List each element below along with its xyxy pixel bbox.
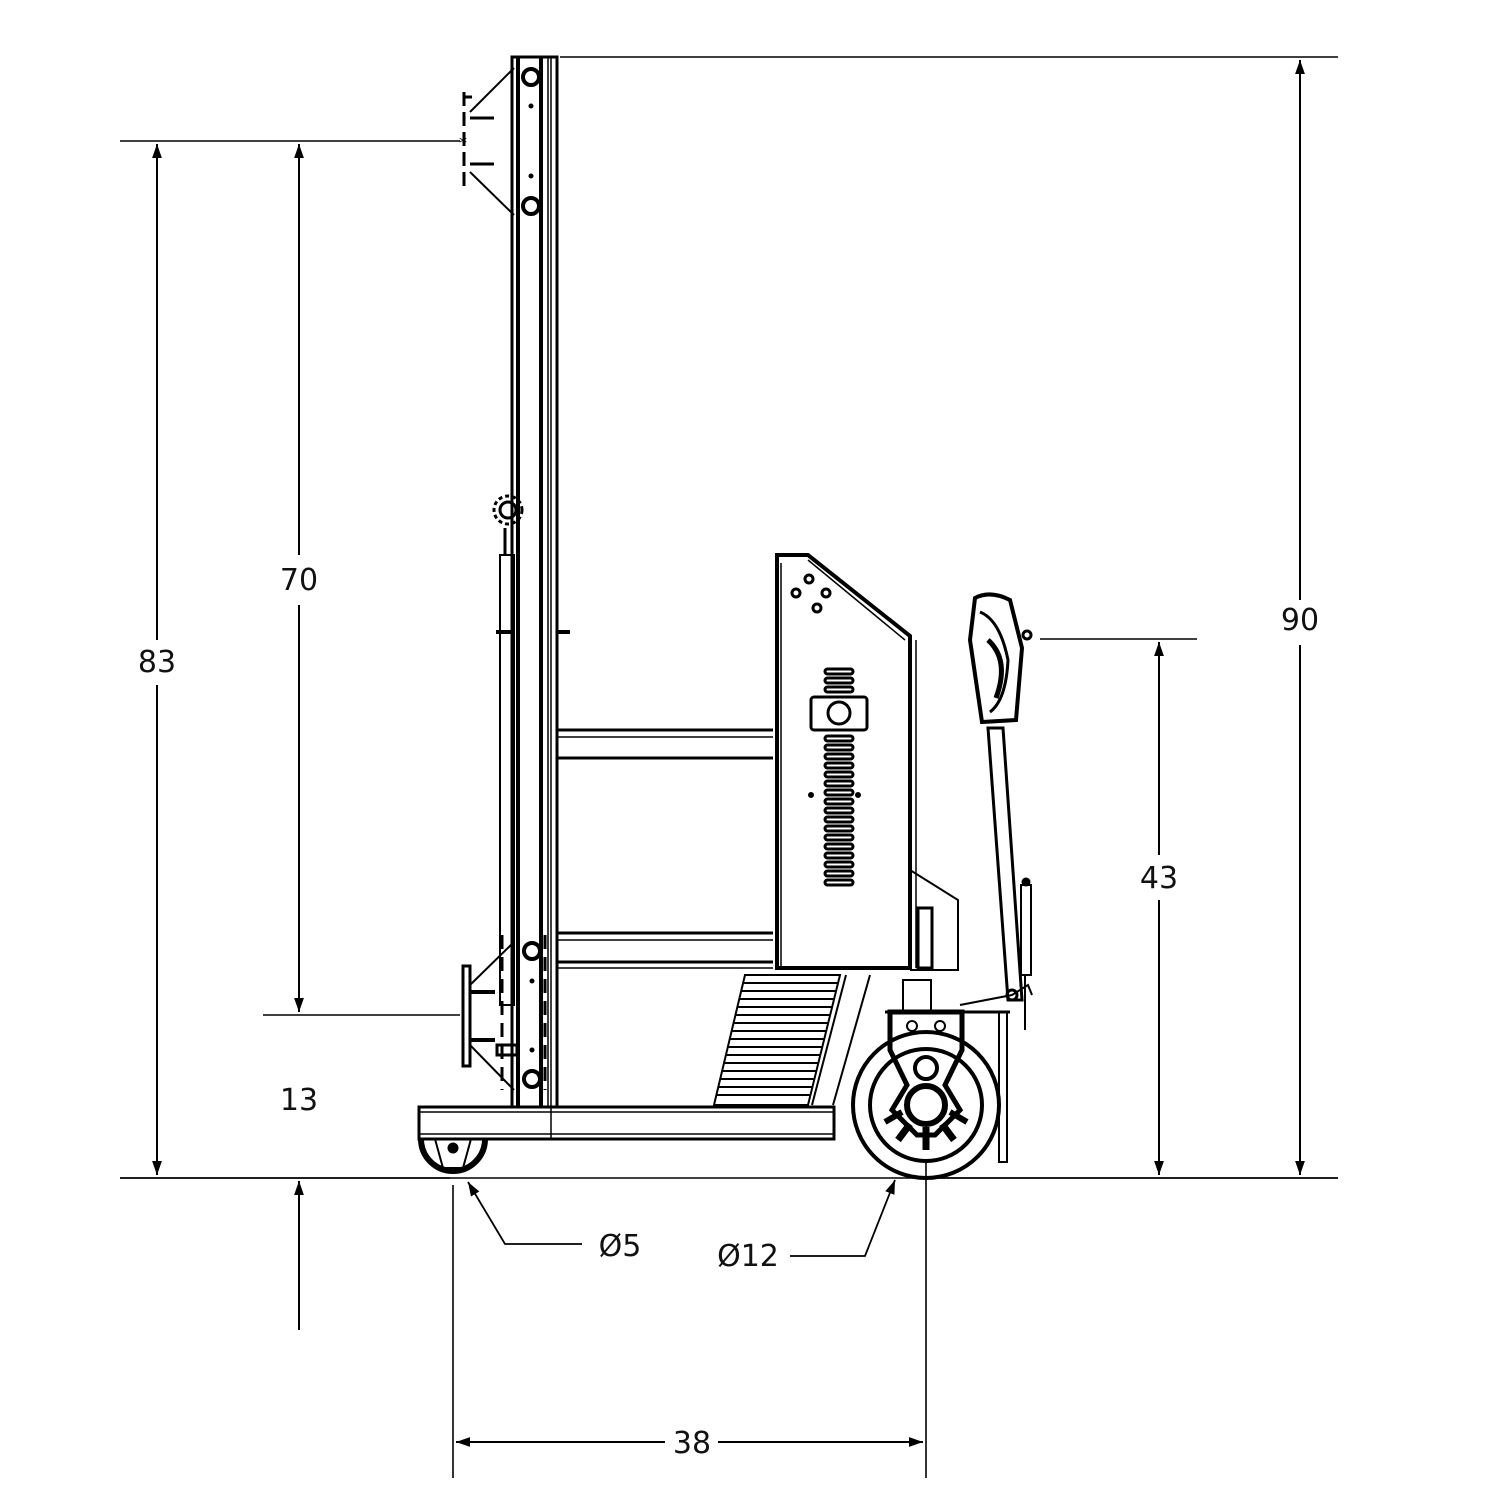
dimension-drive-wheel-diameter: Ø12	[717, 1179, 896, 1274]
bottom-height-label: 13	[280, 1083, 318, 1118]
wheelbase-label: 38	[673, 1426, 711, 1461]
tiller-handle	[959, 592, 1033, 1030]
dimension-bottom-height: 13	[280, 1083, 318, 1330]
overall-height-label: 90	[1281, 603, 1319, 638]
drive-wheel-diameter-label: Ø12	[717, 1239, 779, 1274]
base-frame	[417, 1105, 836, 1141]
dimension-handle-height: 43	[1040, 638, 1197, 1175]
lift-travel-label: 70	[280, 563, 318, 598]
dimension-caster-diameter: Ø5	[467, 1181, 642, 1264]
dimension-top-height: 83	[120, 140, 460, 1179]
mast	[510, 55, 559, 1138]
step-grating	[712, 974, 871, 1106]
dimension-lift-travel: 70	[263, 144, 460, 1016]
bottom-carriage-bracket	[461, 935, 547, 1091]
lift-cylinder	[492, 494, 570, 1006]
dimension-wheelbase: 38	[452, 1160, 927, 1478]
top-carriage-bracket: *	[459, 67, 541, 216]
caster-wheel	[418, 1138, 488, 1174]
motor-housing	[909, 869, 959, 971]
svg-text:*: *	[459, 133, 467, 152]
drive-wheel	[851, 979, 1010, 1180]
control-box	[775, 553, 917, 970]
caster-diameter-label: Ø5	[599, 1229, 642, 1264]
handle-height-label: 43	[1140, 861, 1178, 896]
fork-rails	[557, 728, 773, 969]
vent-slots	[823, 667, 855, 887]
top-height-label: 83	[138, 645, 176, 680]
